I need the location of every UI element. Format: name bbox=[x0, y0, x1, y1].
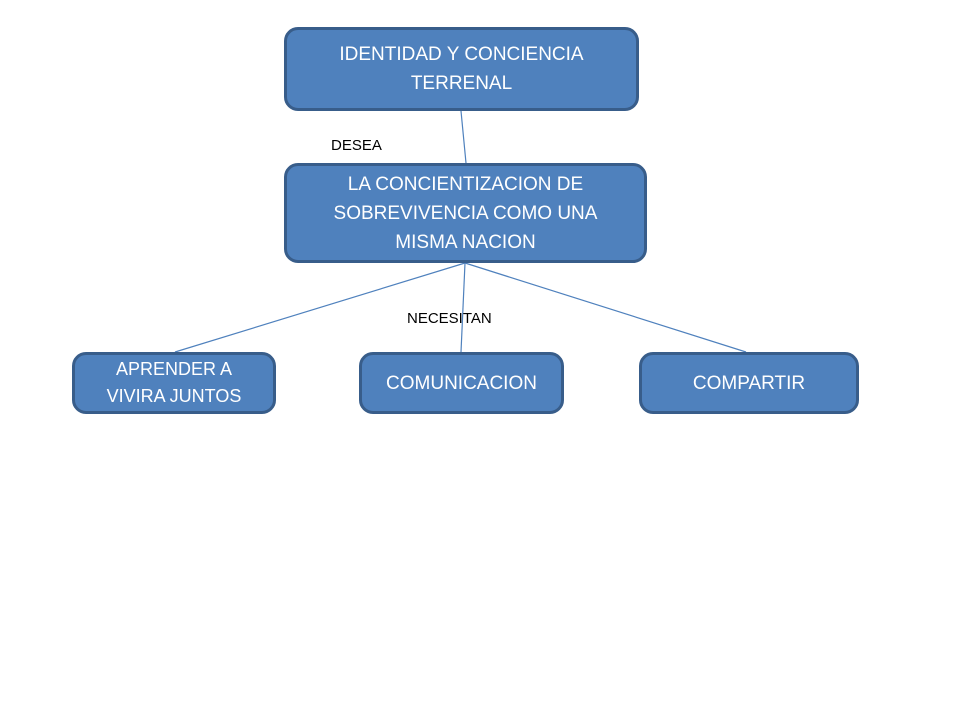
node-identidad-conciencia-label: IDENTIDAD Y CONCIENCIA TERRENAL bbox=[339, 44, 584, 94]
edge-label-desea: DESEA bbox=[331, 137, 382, 154]
node-aprender-vivir: APRENDER A VIVIRA JUNTOS bbox=[72, 352, 276, 414]
node-identidad-conciencia: IDENTIDAD Y CONCIENCIA TERRENAL bbox=[284, 27, 639, 111]
node-concientizacion: LA CONCIENTIZACION DE SOBREVIVENCIA COMO… bbox=[284, 163, 647, 263]
node-compartir-label: COMPARTIR bbox=[692, 372, 806, 394]
edge-label-necesitan: NECESITAN bbox=[407, 310, 492, 327]
node-concientizacion-label: LA CONCIENTIZACION DE SOBREVIVENCIA COMO… bbox=[333, 173, 598, 253]
node-compartir: COMPARTIR bbox=[639, 352, 859, 414]
node-comunicacion: COMUNICACION bbox=[359, 352, 564, 414]
node-aprender-vivir-label: APRENDER A VIVIRA JUNTOS bbox=[106, 359, 242, 406]
connector-middle-to-center bbox=[460, 262, 466, 353]
connector-top-to-middle bbox=[460, 110, 467, 164]
connector-middle-to-left bbox=[174, 262, 466, 353]
connector-middle-to-right bbox=[464, 262, 747, 353]
node-comunicacion-label: COMUNICACION bbox=[386, 372, 537, 394]
